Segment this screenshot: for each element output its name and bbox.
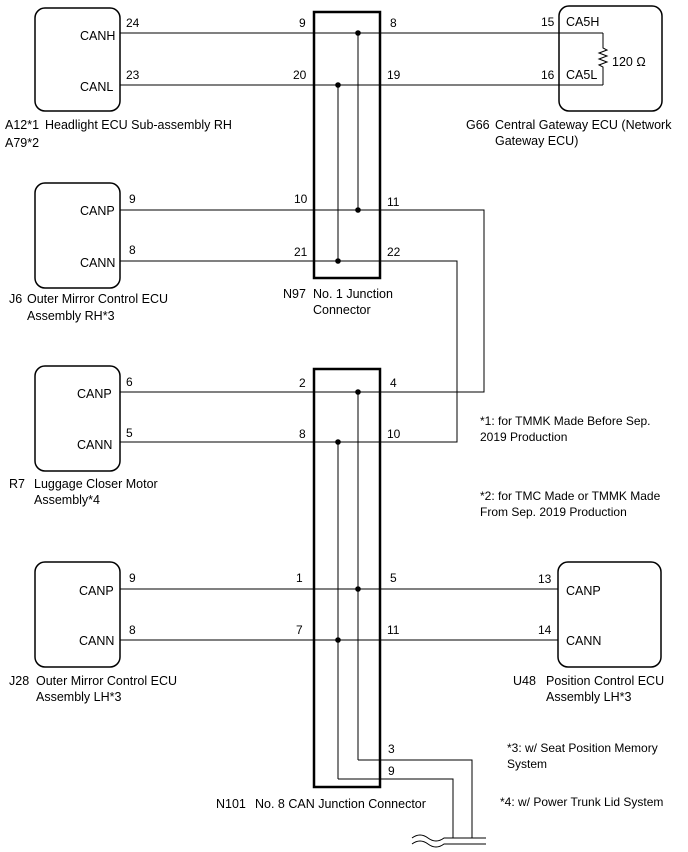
- pin-number: 4: [390, 376, 397, 390]
- outer-mirror-lh-cann-label: CANN: [79, 634, 114, 648]
- pin-number: 6: [126, 375, 133, 389]
- footnote-line: *1: for TMMK Made Before Sep.: [480, 414, 651, 428]
- wire-break-symbol: [411, 834, 486, 842]
- pin-number: 8: [390, 16, 397, 30]
- pin-number: 9: [388, 764, 395, 778]
- wire-n101-pin3-out: [358, 759, 473, 838]
- outer-mirror-lh-name-line1: Outer Mirror Control ECU: [36, 674, 177, 688]
- outer-mirror-lh-ref: J28: [9, 674, 29, 688]
- n97-splice-dot: [335, 82, 341, 88]
- outer-mirror-rh-canp-label: CANP: [80, 204, 115, 218]
- pin-number: 1: [296, 571, 303, 585]
- luggage-closer-canp-label: CANP: [77, 387, 112, 401]
- outer-mirror-lh-box: [34, 561, 121, 668]
- luggage-closer-name-line1: Luggage Closer Motor: [34, 477, 158, 491]
- outer-mirror-rh-ref: J6: [9, 292, 22, 306]
- headlight-ecu-box: [34, 7, 121, 112]
- pin-number: 9: [129, 571, 136, 585]
- pin-number: 8: [129, 243, 136, 257]
- pin-number: 10: [387, 427, 401, 441]
- pin-number: 16: [541, 68, 555, 82]
- pin-number: 10: [294, 192, 308, 206]
- pin-number: 5: [126, 426, 133, 440]
- pin-number: 22: [387, 245, 401, 259]
- position-control-name-line2: Assembly LH*3: [546, 690, 631, 704]
- luggage-closer-name-line2: Assembly*4: [34, 493, 100, 507]
- pin-number: 8: [129, 623, 136, 637]
- pin-number: 2: [299, 376, 306, 390]
- footnote-line: *2: for TMC Made or TMMK Made: [480, 489, 661, 503]
- footnote-line: From Sep. 2019 Production: [480, 505, 627, 519]
- outer-mirror-rh-cann-label: CANN: [80, 256, 115, 270]
- gateway-ecu-name-line1: Central Gateway ECU (Network: [495, 118, 672, 132]
- n101-splice-dot: [335, 439, 341, 445]
- outer-mirror-lh-name-line2: Assembly LH*3: [36, 690, 121, 704]
- gateway-ecu-ca5l-label: CA5L: [566, 68, 597, 82]
- footnote-line: System: [507, 757, 547, 771]
- gateway-ecu-name-line2: Gateway ECU): [495, 134, 578, 148]
- pin-number: 21: [294, 245, 308, 259]
- pin-number: 20: [293, 68, 307, 82]
- footnote-line: 2019 Production: [480, 430, 567, 444]
- footnote-line: *3: w/ Seat Position Memory: [507, 741, 658, 755]
- resistor-value-label: 120 Ω: [612, 55, 646, 69]
- pin-number: 19: [387, 68, 401, 82]
- position-control-name-line1: Position Control ECU: [546, 674, 664, 688]
- pin-number: 9: [299, 16, 306, 30]
- n101-ref: N101: [216, 797, 246, 811]
- n97-splice-dot: [355, 30, 361, 36]
- headlight-ecu-ref2: A79*2: [5, 136, 39, 150]
- n97-ref: N97: [283, 287, 306, 301]
- pin-number: 13: [538, 572, 552, 586]
- pin-number: 15: [541, 15, 555, 29]
- pin-number: 11: [387, 195, 400, 209]
- headlight-ecu-canl-label: CANL: [80, 80, 113, 94]
- link-n97-22-to-n101-10: [380, 260, 458, 443]
- gateway-ecu-ca5h-label: CA5H: [566, 15, 599, 29]
- position-control-box: [557, 561, 662, 668]
- n101-splice-dot: [355, 389, 361, 395]
- wire-break-symbol: [411, 840, 486, 848]
- outer-mirror-rh-box: [34, 182, 121, 289]
- pin-number: 24: [126, 16, 140, 30]
- n97-connector-box: [312, 10, 382, 280]
- n101-name: No. 8 CAN Junction Connector: [255, 797, 426, 811]
- gateway-ecu-ref: G66: [466, 118, 490, 132]
- footnote-line: *4: w/ Power Trunk Lid System: [500, 795, 663, 809]
- outer-mirror-rh-name-line1: Outer Mirror Control ECU: [27, 292, 168, 306]
- wire-n101-pin9-out: [338, 778, 454, 838]
- position-control-ref: U48: [513, 674, 536, 688]
- luggage-closer-box: [34, 365, 121, 472]
- link-n97-11-to-n101-4: [380, 209, 485, 393]
- pin-number: 9: [129, 192, 136, 206]
- luggage-closer-ref: R7: [9, 477, 25, 491]
- luggage-closer-cann-label: CANN: [77, 438, 112, 452]
- pin-number: 5: [390, 571, 397, 585]
- pin-number: 7: [296, 623, 303, 637]
- n97-name-line1: No. 1 Junction: [313, 287, 393, 301]
- pin-number: 14: [538, 623, 552, 637]
- pin-number: 23: [126, 68, 140, 82]
- position-control-canp-label: CANP: [566, 584, 601, 598]
- terminating-resistor: [597, 33, 609, 85]
- headlight-ecu-ref1: A12*1: [5, 118, 39, 132]
- headlight-ecu-canh-label: CANH: [80, 29, 115, 43]
- position-control-cann-label: CANN: [566, 634, 601, 648]
- n101-connector-box: [312, 367, 382, 789]
- pin-number: 3: [388, 742, 395, 756]
- n97-name-line2: Connector: [313, 303, 371, 317]
- pin-number: 11: [387, 623, 400, 637]
- outer-mirror-rh-name-line2: Assembly RH*3: [27, 309, 115, 323]
- outer-mirror-lh-canp-label: CANP: [79, 584, 114, 598]
- pin-number: 8: [299, 427, 306, 441]
- headlight-ecu-name: Headlight ECU Sub-assembly RH: [45, 118, 232, 132]
